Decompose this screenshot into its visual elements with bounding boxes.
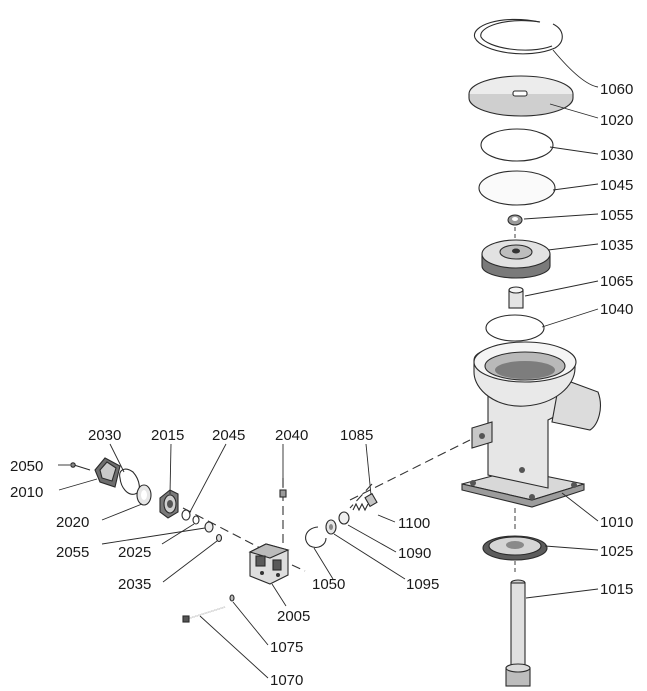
part-2045-o-ring xyxy=(181,509,191,521)
part-2010-cap-plate xyxy=(94,457,121,488)
label-1060: 1060 xyxy=(600,81,633,98)
label-2030: 2030 xyxy=(88,427,121,444)
part-2025-small-o-ring xyxy=(192,515,200,525)
part-1085-plug xyxy=(364,492,378,508)
part-2055-clip xyxy=(204,521,214,533)
label-2050: 2050 xyxy=(10,458,43,475)
part-2030-gasket xyxy=(119,468,140,495)
label-1085: 1085 xyxy=(340,427,373,444)
label-1025: 1025 xyxy=(600,543,633,560)
label-1100: 1100 xyxy=(398,515,430,532)
label-1035: 1035 xyxy=(600,237,633,254)
label-1050: 1050 xyxy=(312,576,345,593)
label-2045: 2045 xyxy=(212,427,245,444)
label-1010: 1010 xyxy=(600,514,633,531)
label-1075: 1075 xyxy=(270,639,303,656)
part-2005-actuator-block xyxy=(248,543,290,585)
part-1070-bolt xyxy=(182,606,226,623)
part-1050-retaining-ring xyxy=(305,526,327,548)
part-2035-seal xyxy=(215,533,223,543)
part-1060-retaining-ring xyxy=(473,18,563,55)
part-1020-cover-disc xyxy=(468,75,574,117)
label-1090: 1090 xyxy=(398,545,431,562)
part-1025-diaphragm xyxy=(482,535,548,561)
label-2025: 2025 xyxy=(118,544,151,561)
label-2055: 2055 xyxy=(56,544,89,561)
part-1065-bushing xyxy=(508,286,524,309)
label-1055: 1055 xyxy=(600,207,633,224)
part-2040-pin xyxy=(279,489,287,498)
part-1040-ring xyxy=(485,314,545,342)
part-1010-valve-body xyxy=(461,341,601,508)
part-1090-cap xyxy=(338,511,350,525)
part-2020-washer xyxy=(136,484,152,506)
part-1015-stem xyxy=(505,579,531,687)
part-1035-piston xyxy=(481,239,551,279)
part-1075-pin xyxy=(229,594,235,602)
label-2015: 2015 xyxy=(151,427,184,444)
label-1065: 1065 xyxy=(600,273,633,290)
part-1095-disc xyxy=(325,519,337,535)
part-1045-gasket xyxy=(478,170,556,206)
label-1030: 1030 xyxy=(600,147,633,164)
label-2035: 2035 xyxy=(118,576,151,593)
part-2050-screw xyxy=(70,462,91,471)
label-1020: 1020 xyxy=(600,112,633,129)
part-2015-housing xyxy=(159,489,179,519)
label-1045: 1045 xyxy=(600,177,633,194)
label-1070: 1070 xyxy=(270,672,303,689)
part-1030-o-ring xyxy=(480,128,554,162)
part-1100-spring xyxy=(352,502,369,512)
label-2010: 2010 xyxy=(10,484,43,501)
label-2005: 2005 xyxy=(277,608,310,625)
part-1055-nut xyxy=(507,214,523,226)
label-2040: 2040 xyxy=(275,427,308,444)
label-1015: 1015 xyxy=(600,581,633,598)
label-1040: 1040 xyxy=(600,301,633,318)
label-1095: 1095 xyxy=(406,576,439,593)
label-2020: 2020 xyxy=(56,514,89,531)
